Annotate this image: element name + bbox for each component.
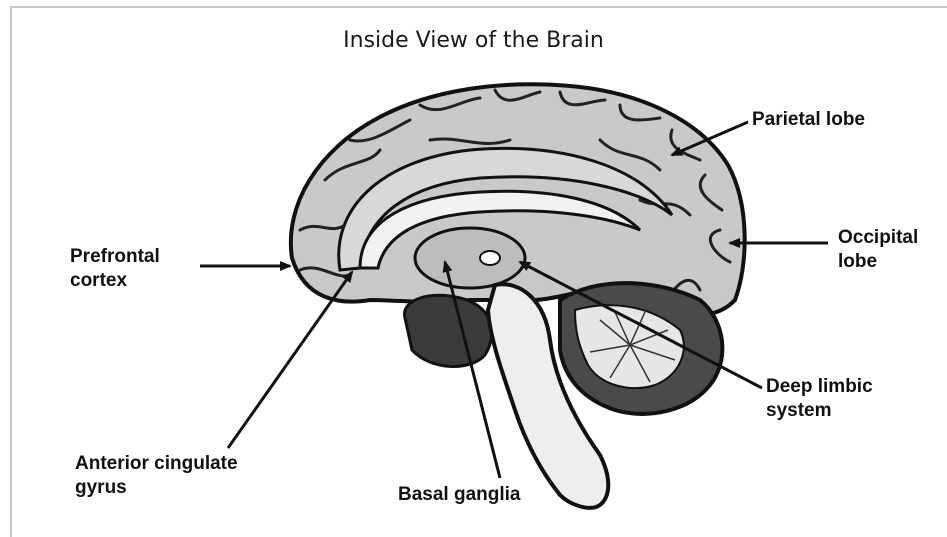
label-parietal-text: Parietal lobe	[752, 109, 865, 130]
label-occipital-line1: Occipital	[838, 227, 918, 248]
label-cingulate-line2: gyrus	[75, 477, 127, 498]
label-limbic-line2: system	[766, 400, 832, 421]
label-occipital-lobe: Occipital lobe	[838, 226, 918, 274]
label-parietal-lobe: Parietal lobe	[752, 108, 865, 132]
label-anterior-cingulate-gyrus: Anterior cingulate gyrus	[75, 452, 238, 500]
label-basal-text: Basal ganglia	[398, 484, 521, 505]
pineal-region	[480, 251, 500, 265]
label-occipital-line2: lobe	[838, 251, 877, 272]
label-cingulate-line1: Anterior cingulate	[75, 453, 238, 474]
temporal-lobe	[404, 295, 491, 366]
label-prefrontal-cortex: Prefrontal cortex	[70, 245, 160, 293]
label-basal-ganglia: Basal ganglia	[398, 483, 521, 507]
label-prefrontal-line2: cortex	[70, 270, 127, 291]
label-limbic-line1: Deep limbic	[766, 376, 873, 397]
label-prefrontal-line1: Prefrontal	[70, 246, 160, 267]
label-deep-limbic-system: Deep limbic system	[766, 375, 873, 423]
thalamus	[415, 228, 525, 288]
